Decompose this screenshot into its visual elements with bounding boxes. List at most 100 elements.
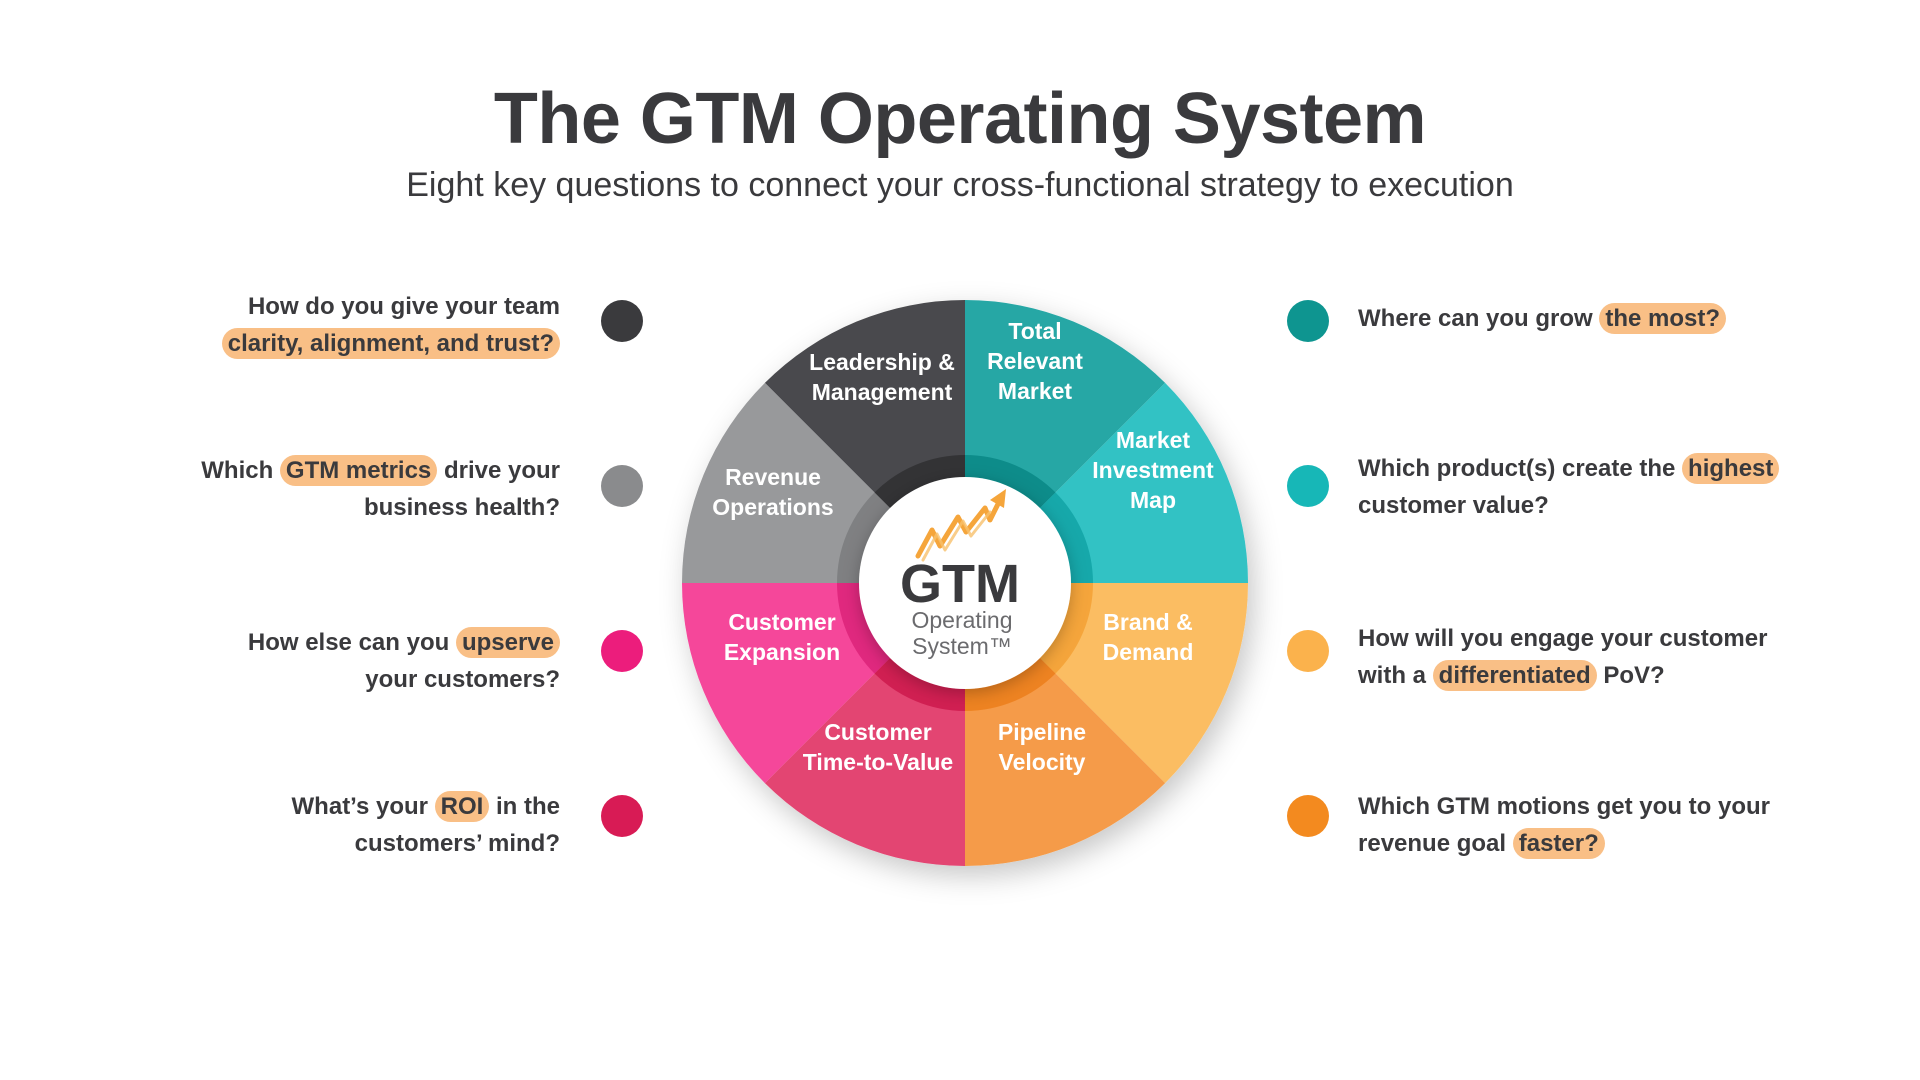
question-highlight: faster? <box>1512 828 1605 859</box>
trend-arrow-icon <box>915 489 1006 562</box>
ring-market-investment-map <box>1039 492 1093 583</box>
question-line: Which GTM metrics drive your <box>140 452 560 489</box>
question-line: Which product(s) create the highest <box>1358 450 1838 487</box>
right-bullet-dot-1 <box>1287 300 1329 342</box>
question-line: customer value? <box>1358 487 1838 524</box>
question-text: your customers? <box>365 666 560 693</box>
ring-customer-time-to-value <box>874 657 965 711</box>
label-line: Pipeline <box>998 719 1086 745</box>
question-line: with a differentiated PoV? <box>1358 657 1838 694</box>
ring-leadership <box>874 455 965 509</box>
left-bullet-dot-3 <box>601 630 643 672</box>
question-text: drive your <box>437 457 560 484</box>
label-line: Market <box>1116 427 1190 453</box>
page-subtitle: Eight key questions to connect your cros… <box>406 166 1514 204</box>
right-question-3: How will you engage your customer with a … <box>1358 620 1838 694</box>
question-line: How will you engage your customer <box>1358 620 1838 657</box>
label-line: Customer <box>728 609 835 635</box>
label-line: Management <box>812 379 953 405</box>
question-highlight: the most? <box>1599 303 1727 334</box>
ring-brand-demand <box>1039 583 1093 674</box>
left-bullet-dot-1 <box>601 300 643 342</box>
question-text: Which GTM motions get you to your <box>1358 793 1770 820</box>
left-question-1: How do you give your team clarity, alignm… <box>140 288 560 362</box>
right-question-1: Where can you grow the most? <box>1358 300 1838 337</box>
question-text: How do you give your team <box>247 293 560 320</box>
ring-customer-expansion <box>837 583 891 674</box>
question-line: What’s your ROI in the <box>140 788 560 825</box>
question-highlight: highest <box>1682 453 1780 484</box>
label-line: Total <box>1008 318 1061 344</box>
question-highlight: clarity, alignment, and trust? <box>221 328 560 359</box>
left-bullet-dot-2 <box>601 465 643 507</box>
question-text: How else can you <box>247 629 456 656</box>
label-line: Expansion <box>724 639 840 665</box>
right-bullet-dot-4 <box>1287 795 1329 837</box>
question-line: How do you give your team <box>140 288 560 325</box>
question-highlight: GTM metrics <box>279 455 438 486</box>
center-line-2: System™ <box>912 633 1012 659</box>
ring-pipeline-velocity <box>965 657 1056 711</box>
question-line: Which GTM motions get you to your <box>1358 788 1838 825</box>
question-text: with a <box>1358 662 1433 689</box>
left-bullet-dot-4 <box>601 795 643 837</box>
question-line: revenue goal faster? <box>1358 825 1838 862</box>
question-text: customer value? <box>1358 492 1549 519</box>
label-brand-demand: Brand & Demand <box>1103 609 1194 665</box>
question-text: How will you engage your customer <box>1358 625 1768 652</box>
question-text: Which product(s) create the <box>1358 455 1683 482</box>
label-line: Investment <box>1092 457 1214 483</box>
question-line: your customers? <box>140 661 560 698</box>
right-question-2: Which product(s) create the highest custo… <box>1358 450 1838 524</box>
question-text: business health? <box>363 494 560 521</box>
label-leadership: Leadership & Management <box>809 349 955 405</box>
label-line: Brand & <box>1103 609 1192 635</box>
label-line: Operations <box>712 494 833 520</box>
right-bullet-dot-3 <box>1287 630 1329 672</box>
left-question-4: What’s your ROI in the customers’ mind? <box>140 788 560 862</box>
page-title: The GTM Operating System <box>493 79 1427 159</box>
question-line: business health? <box>140 489 560 526</box>
label-line: Velocity <box>999 749 1086 775</box>
ring-total-relevant-market <box>965 455 1056 509</box>
question-text: Which <box>201 457 280 484</box>
right-bullet-dot-2 <box>1287 465 1329 507</box>
question-highlight: ROI <box>434 791 490 822</box>
question-line: How else can you upserve <box>140 624 560 661</box>
question-line: Where can you grow the most? <box>1358 300 1838 337</box>
question-text: Where can you grow <box>1358 305 1600 332</box>
label-line: Relevant <box>987 348 1083 374</box>
label-line: Revenue <box>725 464 821 490</box>
right-question-4: Which GTM motions get you to your revenue… <box>1358 788 1838 862</box>
question-highlight: differentiated <box>1432 660 1597 691</box>
label-line: Time-to-Value <box>803 749 953 775</box>
wheel-center-disc <box>859 477 1071 689</box>
question-text: in the <box>489 793 560 820</box>
question-line: clarity, alignment, and trust? <box>140 325 560 362</box>
center-title: GTM <box>900 554 1020 614</box>
wheel-inner-ring <box>837 455 1093 711</box>
left-question-3: How else can you upserve your customers? <box>140 624 560 698</box>
question-text: PoV? <box>1596 662 1665 689</box>
question-text: revenue goal <box>1358 830 1513 857</box>
question-line: customers’ mind? <box>140 825 560 862</box>
label-line: Demand <box>1103 639 1194 665</box>
question-text: What’s your <box>291 793 435 820</box>
question-highlight: upserve <box>455 627 560 658</box>
question-text: customers’ mind? <box>354 830 560 857</box>
label-line: Customer <box>824 719 931 745</box>
label-line: Map <box>1130 487 1176 513</box>
ring-revenue-operations <box>837 492 891 583</box>
label-line: Leadership & <box>809 349 955 375</box>
label-line: Market <box>998 378 1072 404</box>
left-question-2: Which GTM metrics drive your business hea… <box>140 452 560 526</box>
